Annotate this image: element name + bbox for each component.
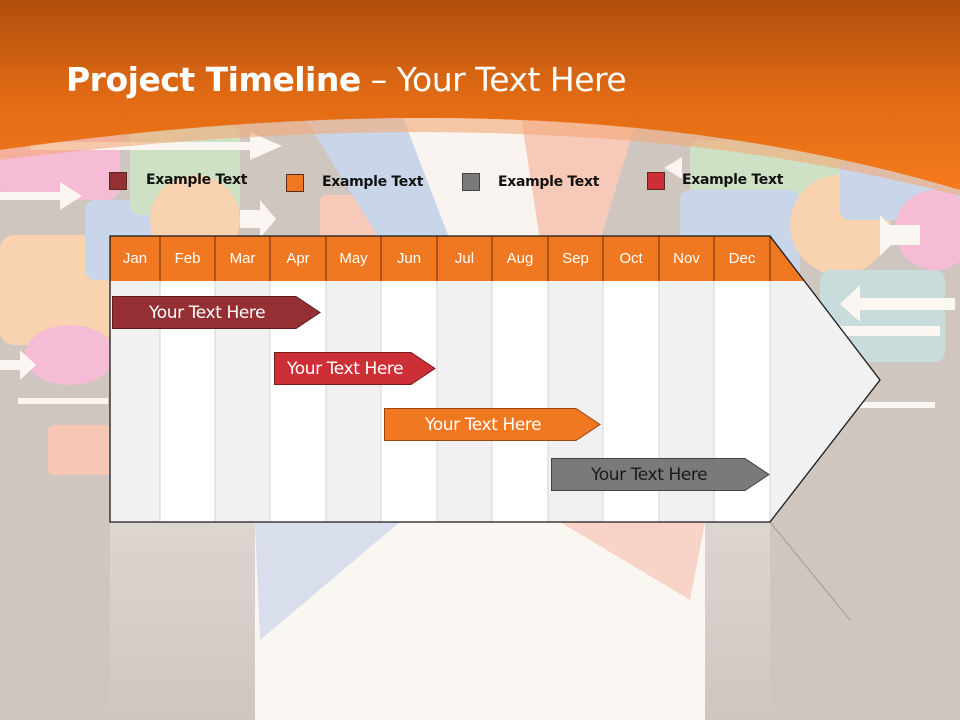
legend-item: Example Text (109, 170, 247, 192)
legend-item: Example Text (286, 172, 423, 194)
task-bar-label: Your Text Here (287, 358, 404, 379)
legend-item: Example Text (647, 170, 783, 192)
month-sep: Sep (562, 250, 589, 267)
task-bar-label: Your Text Here (149, 302, 266, 323)
month-feb: Feb (174, 250, 201, 267)
legend-label: Example Text (146, 172, 248, 188)
task-bar-label: Your Text Here (425, 414, 542, 435)
month-dec: Dec (728, 250, 756, 267)
slide-title: Project Timeline – Your Text Here (66, 60, 627, 99)
legend-swatch-gray (462, 173, 480, 191)
month-mar: Mar (229, 250, 256, 267)
arrow-shape-icon (551, 458, 770, 491)
task-bar-3[interactable]: Your Text Here (384, 408, 601, 441)
task-bar-1[interactable]: Your Text Here (112, 296, 321, 329)
month-oct: Oct (619, 250, 643, 267)
legend-swatch-orange (286, 174, 304, 192)
slide-title-bold: Project Timeline (66, 60, 361, 99)
month-jul: Jul (454, 250, 475, 267)
month-nov: Nov (673, 250, 700, 267)
month-aug: Aug (506, 250, 534, 267)
month-may: May (339, 250, 368, 267)
arrow-shape-icon (112, 296, 321, 329)
task-bar-4[interactable]: Your Text Here (551, 458, 770, 491)
month-apr: Apr (286, 250, 310, 267)
task-bar-2[interactable]: Your Text Here (274, 352, 436, 385)
task-bar-label: Your Text Here (591, 464, 708, 485)
legend-label: Example Text (498, 174, 600, 190)
legend-label: Example Text (682, 172, 784, 188)
month-jan: Jan (122, 250, 148, 267)
legend-item: Example Text (462, 171, 599, 193)
legend-swatch-red (647, 172, 665, 190)
legend-swatch-dark-red (109, 172, 127, 190)
month-jun: Jun (396, 250, 422, 267)
legend-label: Example Text (322, 174, 424, 190)
arrow-shape-icon (384, 408, 601, 441)
arrow-shape-icon (274, 352, 436, 385)
slide-title-rest: – Your Text Here (360, 60, 627, 99)
